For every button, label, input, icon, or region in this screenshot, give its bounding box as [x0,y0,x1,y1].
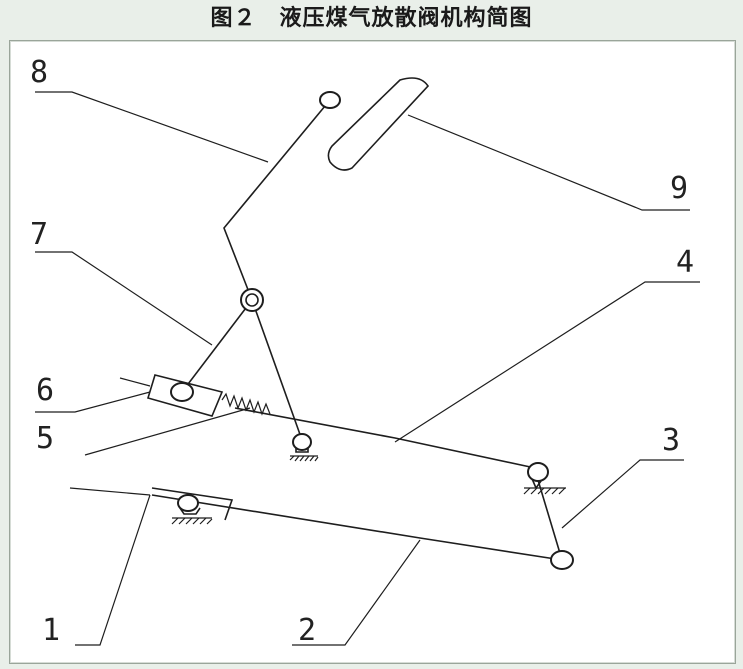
leader-ext-left [69,487,151,496]
leader-8 [35,91,269,163]
label-3: 3 [662,423,680,458]
lever-4 [234,407,536,469]
leader-6 [35,391,151,413]
base-bracket-1 [151,487,234,521]
leader-9 [407,114,690,211]
label-2: 2 [298,613,316,648]
pivot-6 [170,382,194,402]
pivot-mid-ground [292,433,312,451]
pivot-1 [177,494,199,512]
diagram-frame [9,40,736,664]
slotted-lever-9 [327,77,430,171]
label-1: 1 [42,613,60,648]
leader-5 [84,407,251,456]
ground-supports [171,440,566,525]
spring-5 [221,392,271,416]
leader-2 [292,539,421,646]
leader-4 [394,281,700,443]
ground-support-left [171,507,213,525]
pivot-2-end [550,550,574,570]
pivot-top [319,91,341,109]
linkage-rods [119,99,563,561]
rod-8 [223,99,331,301]
rod-7b [251,299,303,441]
rod-7a [181,299,253,393]
leader-7 [35,251,213,346]
link-3 [534,469,563,561]
label-5: 5 [36,421,54,456]
leader-lines [35,91,700,646]
piston-line-left [119,377,151,387]
leader-1 [75,494,151,646]
label-6: 6 [36,373,54,408]
cylinder-block-6 [146,374,224,417]
label-4: 4 [676,245,694,280]
part-labels: 8 9 7 4 6 5 3 1 2 [30,55,694,648]
pivot-right-ground [527,462,549,482]
figure-title: 图２ 液压煤气放散阀机构简图 [210,6,533,31]
lever-2 [151,494,563,561]
label-9: 9 [670,171,688,206]
label-7: 7 [30,217,48,252]
leader-3 [561,459,684,529]
pivot-7 [240,288,264,312]
pivot-pins [170,91,574,570]
label-8: 8 [30,55,48,90]
